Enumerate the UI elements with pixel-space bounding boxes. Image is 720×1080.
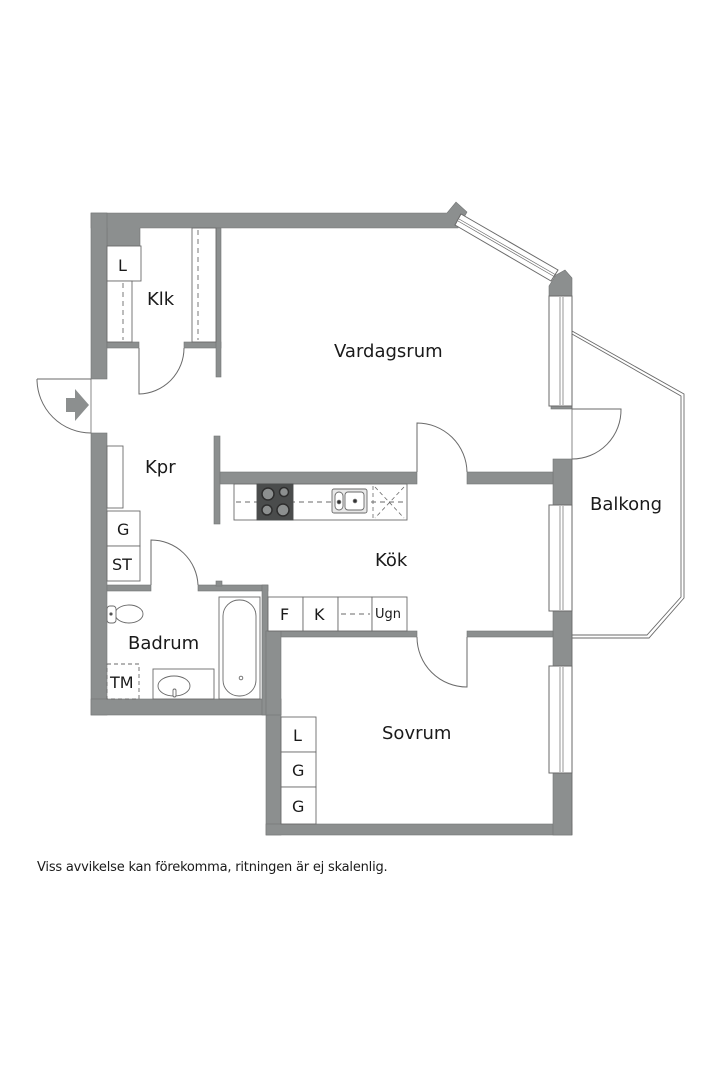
fixture-label-sov-g1: G: [292, 761, 304, 780]
toilet-icon: [106, 604, 144, 624]
disclaimer-text: Viss avvikelse kan förekomma, ritningen …: [37, 860, 388, 875]
klk-wardrobe-right: [191, 227, 217, 343]
wall-left-lower: [90, 432, 108, 716]
room-label-kok: Kök: [375, 550, 408, 571]
fixtures: [106, 227, 408, 825]
wall-bath-nub: [215, 580, 223, 587]
wall-bathroom-bottom: [90, 698, 282, 716]
entrance-arrow-icon: [66, 389, 89, 421]
wall-bath-top-right: [197, 584, 269, 592]
window-kok: [548, 504, 573, 612]
wall-kok-sovrum-left: [265, 630, 418, 638]
wall-left-upper: [90, 212, 108, 380]
wall-right-mid1: [552, 458, 573, 506]
door-entrance: [36, 378, 92, 434]
sovrum-cabinet-g1: [280, 751, 317, 788]
sovrum-cabinet-l: [280, 716, 317, 753]
bathtub-inner: [222, 599, 257, 697]
sovrum-cabinet-g2: [280, 786, 317, 825]
door-sovrum: [416, 636, 468, 688]
wall-sovrum-left: [265, 698, 282, 836]
fixture-label-ugn: Ugn: [375, 607, 401, 622]
wall-klk-bottom-left: [106, 341, 140, 349]
fixture-label-k: K: [314, 605, 325, 624]
wall-bath-top-left: [106, 584, 152, 592]
room-label-sovrum: Sovrum: [382, 723, 451, 744]
room-label-klk: Klk: [147, 289, 175, 310]
wall-right-mid2: [552, 610, 573, 667]
window-diagonal: [454, 213, 559, 282]
wall-kok-sovrum-right: [466, 630, 554, 638]
dishwasher-icon: [372, 486, 405, 519]
window-vardagsrum: [548, 295, 573, 407]
room-label-kpr: Kpr: [145, 457, 176, 478]
windows: [90, 213, 573, 774]
wall-klk-bottom-right: [183, 341, 222, 349]
door-badrum: [150, 539, 199, 586]
kpr-cabinet-g: [106, 510, 141, 547]
washing-machine-tm: [106, 663, 140, 700]
door-kok-vardagsrum: [416, 422, 468, 473]
balcony: [571, 296, 685, 835]
walls: [90, 201, 573, 836]
door-klk: [138, 347, 185, 395]
doors: [36, 347, 622, 688]
fixture-label-kpr-st: ST: [112, 555, 132, 574]
fixture-label-f: F: [280, 605, 289, 624]
fridge-f: [267, 596, 304, 632]
kpr-cabinet-st: [106, 545, 141, 582]
wall-sovrum-bottom: [265, 823, 573, 836]
wall-kitchen-top: [219, 471, 418, 485]
klk-linen-cabinet: [106, 245, 142, 282]
wall-klk-right: [215, 227, 222, 378]
fixture-label-tm: TM: [109, 673, 134, 692]
room-label-balkong: Balkong: [590, 494, 662, 515]
fixture-label-kpr-g: G: [117, 520, 129, 539]
klk-wardrobe-left: [106, 280, 133, 343]
window-sovrum: [548, 665, 573, 774]
room-label-badrum: Badrum: [128, 633, 199, 654]
fixture-label-sov-l: L: [293, 726, 302, 745]
wall-right-lower: [552, 772, 573, 836]
wall-sovrum-inner-left: [265, 630, 282, 716]
fixture-label-sov-g2: G: [292, 797, 304, 816]
fixture-label-klk-l: L: [118, 256, 127, 275]
wall-top: [90, 201, 468, 253]
wall-kitchen-upper: [213, 435, 221, 525]
oven-ugn: [371, 596, 408, 632]
door-balcony: [571, 408, 622, 460]
room-label-vardagsrum: Vardagsrum: [334, 341, 443, 362]
stove-burners: [261, 486, 290, 517]
kpr-bench: [106, 445, 124, 509]
wall-kitchen-top-right: [466, 471, 554, 485]
sink-icon: [331, 488, 368, 514]
